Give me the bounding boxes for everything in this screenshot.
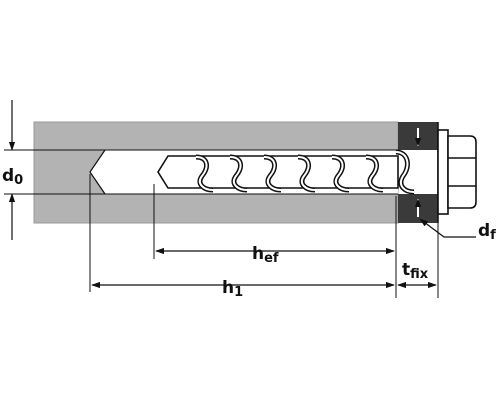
tfix-label: tfix (402, 260, 429, 282)
hef-label: hef (252, 244, 279, 266)
screw-anchor (157, 129, 477, 215)
dimension-tfix: tfix (395, 223, 439, 298)
df-leader-line (419, 218, 476, 238)
dimension-hef: hef (153, 184, 397, 266)
d0-label: d0 (2, 166, 23, 188)
dimension-d0: d0 (2, 100, 104, 240)
screw-shank (157, 155, 399, 189)
df-label: df (478, 221, 496, 243)
screw-hex-head (447, 135, 477, 209)
dimension-df: df (419, 218, 496, 243)
screw-thread-highlights (195, 151, 415, 193)
drill-hole-tip (89, 149, 106, 195)
h1-label: h1 (222, 278, 243, 300)
screw-washer (437, 129, 449, 215)
dimension-h1: h1 (89, 174, 395, 300)
